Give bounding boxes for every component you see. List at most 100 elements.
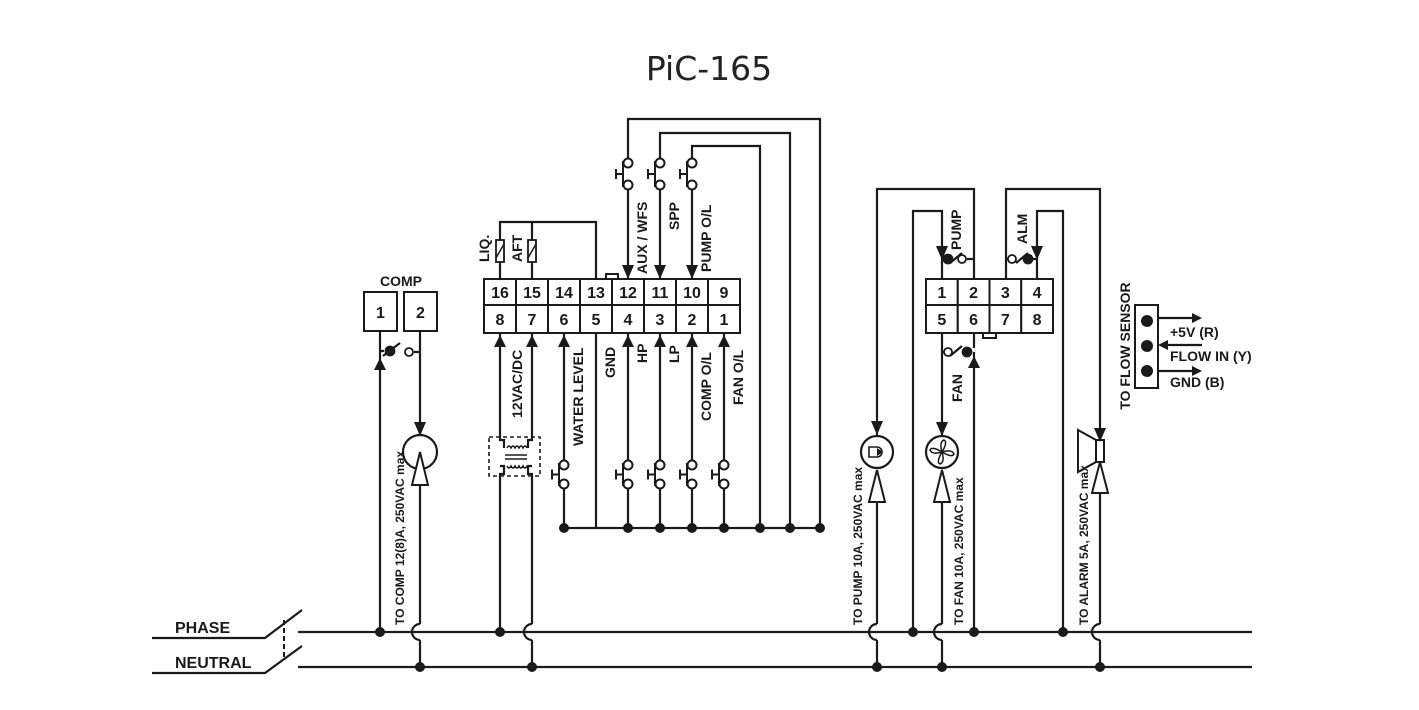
arrow-down-icon <box>1094 428 1106 442</box>
switch-contact <box>686 157 698 169</box>
main-block-terminal-number: 13 <box>587 285 605 302</box>
fuse-icon <box>495 243 505 259</box>
junction-dot <box>969 627 979 637</box>
junction-dot <box>1058 627 1068 637</box>
fan-relay-label: FAN <box>949 374 965 402</box>
arrow-up-icon <box>718 335 730 347</box>
main-block-terminal-number: 2 <box>688 312 697 329</box>
switch-contact <box>686 459 698 471</box>
junction-dot <box>872 662 882 672</box>
switch-contact <box>654 179 666 191</box>
pin-flow-in-label: FLOW IN (Y) <box>1170 348 1252 364</box>
main-block-labels: LIQ. AFT AUX / WFS SPP PUMP O/L 12VAC/DC… <box>476 202 746 446</box>
switch-contact <box>718 459 730 471</box>
relay-block-terminal-number: 4 <box>1033 285 1042 302</box>
relay-block-labels: PUMP ALM FAN TO PUMP 10A, 250VAC max TO … <box>851 210 1091 625</box>
switch-contact <box>654 459 666 471</box>
main-block-terminal-number: 1 <box>720 312 729 329</box>
phase-label: PHASE <box>175 620 230 637</box>
arrow-up-icon <box>968 356 980 368</box>
arrow-down-icon <box>622 265 634 279</box>
main-block-terminal-number: 3 <box>656 312 665 329</box>
main-block-terminal-number: 6 <box>560 312 569 329</box>
switch-contact <box>558 459 570 471</box>
push-switch-icon <box>647 161 656 187</box>
wires <box>378 117 1102 667</box>
junction-dot <box>655 523 665 533</box>
arrow-down-icon <box>1031 246 1043 260</box>
main-block-terminal <box>547 304 581 334</box>
push-switch-icon <box>615 161 624 187</box>
arrow-up-icon <box>622 335 634 347</box>
junction-dot <box>495 627 505 637</box>
comp-terminal <box>403 291 438 332</box>
junction-dot <box>815 523 825 533</box>
alarm-horn-icon <box>1077 428 1110 494</box>
liq-label: LIQ. <box>476 235 492 262</box>
compressor-icon <box>401 433 439 486</box>
junction-dot <box>719 523 729 533</box>
flow-sensor-label: TO FLOW SENSOR <box>1117 282 1133 409</box>
relay-block-terminal-number: 5 <box>937 312 946 329</box>
mains-lines: PHASE NEUTRAL <box>152 609 1252 675</box>
relay-contact <box>1022 253 1034 265</box>
relay-block-terminal-number: 1 <box>937 285 946 302</box>
push-switch-icon <box>679 161 688 187</box>
relay-block-terminal-number: 2 <box>969 285 978 302</box>
junction-dot <box>527 662 537 672</box>
main-block-terminal-number: 8 <box>496 312 505 329</box>
junction-dot <box>785 523 795 533</box>
main-block-terminal-number: 10 <box>683 285 701 302</box>
pump-rating-note: TO PUMP 10A, 250VAC max <box>851 467 865 625</box>
main-block-terminal-number: 9 <box>720 285 729 302</box>
push-switch-icon <box>711 463 720 486</box>
switch-contact <box>686 478 698 490</box>
switch-contact <box>622 179 634 191</box>
aft-label: AFT <box>509 234 525 262</box>
comp-ol-label: COMP O/L <box>698 352 714 421</box>
junction-dot <box>415 662 425 672</box>
flow-sensor-connector: +5V (R) FLOW IN (Y) GND (B) TO FLOW SENS… <box>1117 282 1252 409</box>
main-block-terminal <box>547 278 581 306</box>
switch-contact <box>622 157 634 169</box>
relay-block-terminal-number: 6 <box>969 312 978 329</box>
switch-contact <box>654 478 666 490</box>
comp-terminal-number: 1 <box>376 305 385 322</box>
transformer-housing <box>488 436 541 477</box>
pin-5v-label: +5V (R) <box>1170 324 1219 340</box>
arrow-down-icon <box>414 422 426 436</box>
arrow-up-icon <box>558 335 570 347</box>
fuse-icon <box>527 243 537 259</box>
main-block-terminal-number: 11 <box>652 285 669 302</box>
junction-dot <box>755 523 765 533</box>
fan-ol-label: FAN O/L <box>730 349 746 405</box>
main-block-terminal <box>707 304 741 334</box>
gnd-label: GND <box>602 347 618 378</box>
main-block-terminal-number: 7 <box>528 312 537 329</box>
main-block-terminal-number: 15 <box>523 285 541 302</box>
relay-contact <box>384 345 396 357</box>
relay-contact <box>1007 254 1017 264</box>
water-level-label: WATER LEVEL <box>570 347 586 446</box>
arrow-up-icon <box>654 335 666 347</box>
arrow-down-icon <box>936 246 948 260</box>
arrow-down-icon <box>654 265 666 279</box>
main-block-terminal-number: 12 <box>619 285 637 302</box>
fan-icon <box>924 434 960 503</box>
main-block-terminal <box>579 278 613 306</box>
neutral-label: NEUTRAL <box>175 655 252 672</box>
main-block-terminal-number: 5 <box>592 312 601 329</box>
comp-terminal-number: 2 <box>416 305 425 322</box>
pump-relay-label: PUMP <box>948 210 964 250</box>
pump-icon <box>859 434 895 503</box>
main-block-terminal <box>707 278 741 306</box>
arrow-up-icon <box>686 335 698 347</box>
aux-wfs-label: AUX / WFS <box>634 202 650 274</box>
main-block-terminal <box>515 304 549 334</box>
main-block-terminal <box>675 304 709 334</box>
arrow-up-icon <box>374 358 386 370</box>
relay-block-terminal-number: 3 <box>1001 285 1010 302</box>
junction-dot <box>908 627 918 637</box>
